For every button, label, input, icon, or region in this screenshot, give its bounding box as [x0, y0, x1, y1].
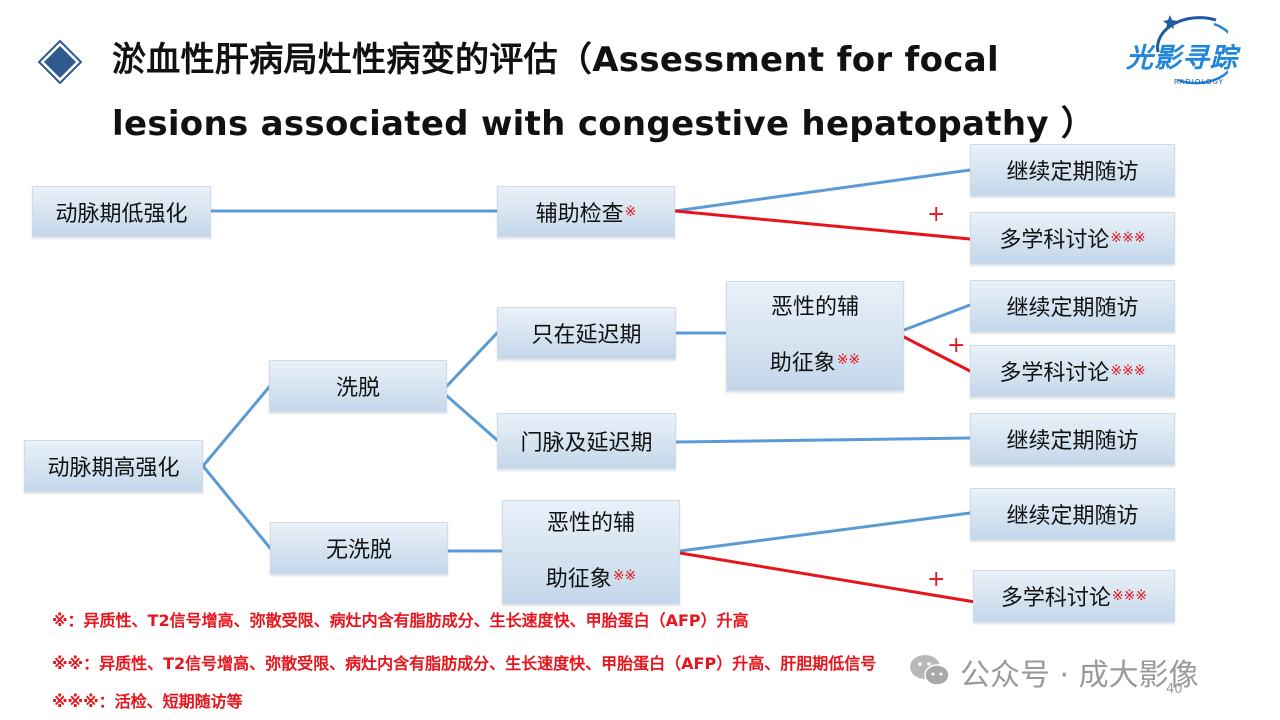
- connector-malignantB-to-mdt3: [678, 551, 977, 604]
- connector-portal-to-follow3: [674, 436, 972, 444]
- plus-sign: +: [927, 567, 946, 592]
- node-arterial-low-enhancement: 动脉期低强化: [32, 186, 211, 237]
- connector-malignantA-to-follow2: [902, 303, 972, 332]
- plus-sign: +: [927, 202, 946, 227]
- node-follow-up-3: 继续定期随访: [970, 413, 1175, 465]
- connector-washout-to-portal: [445, 394, 499, 442]
- connector-high-to-nowashout: [201, 464, 272, 550]
- node-delayed-phase-only: 只在延迟期: [497, 307, 676, 359]
- node-follow-up-1: 继续定期随访: [970, 144, 1175, 196]
- node-arterial-high-enhancement: 动脉期高强化: [24, 440, 203, 492]
- node-mdt-discussion-3: 多学科讨论※※※: [973, 570, 1175, 622]
- node-washout: 洗脱: [269, 360, 447, 412]
- connector-malignantB-to-follow4: [678, 511, 972, 553]
- page-title-line-1: 淤血性肝病局灶性病变的评估（Assessment for focal: [112, 40, 999, 80]
- page-number: 40: [1166, 682, 1183, 697]
- node-mdt-discussion-1: 多学科讨论※※※: [970, 212, 1175, 264]
- footnote-3: ※※※：活检、短期随访等: [52, 692, 243, 711]
- node-no-washout: 无洗脱: [270, 522, 448, 574]
- footnote-1: ※：异质性、T2信号增高、弥散受限、病灶内含有脂肪成分、生长速度快、甲胎蛋白（A…: [52, 611, 749, 630]
- connector-aux-to-mdt1: [673, 209, 972, 241]
- node-portal-and-delayed-phase: 门脉及延迟期: [497, 413, 676, 469]
- node-mdt-discussion-2: 多学科讨论※※※: [970, 345, 1175, 397]
- radiology-logo: 光影寻踪 RADIOLOGY: [1118, 12, 1237, 92]
- connector-malignantA-to-mdt2: [902, 335, 972, 373]
- plus-sign: +: [947, 333, 966, 358]
- connector-aux-to-follow1: [673, 168, 972, 213]
- page-title-line-2: lesions associated with congestive hepat…: [112, 104, 1096, 144]
- node-follow-up-4: 继续定期随访: [970, 488, 1175, 540]
- connector-high-to-washout: [201, 384, 272, 468]
- wechat-watermark: 公众号 · 成大影像: [908, 650, 1243, 693]
- wechat-icon: [910, 655, 950, 686]
- node-malignant-ancillary-features-a: 恶性的辅 助征象※※: [726, 281, 904, 391]
- title-diamond-icon: [38, 40, 82, 84]
- connector-washout-to-delayed: [445, 331, 499, 388]
- node-auxiliary-exam: 辅助检查※: [497, 186, 675, 237]
- node-malignant-ancillary-features-b: 恶性的辅 助征象※※: [502, 500, 680, 604]
- footnote-2: ※※：异质性、T2信号增高、弥散受限、病灶内含有脂肪成分、生长速度快、甲胎蛋白（…: [52, 654, 877, 673]
- node-follow-up-2: 继续定期随访: [970, 280, 1175, 332]
